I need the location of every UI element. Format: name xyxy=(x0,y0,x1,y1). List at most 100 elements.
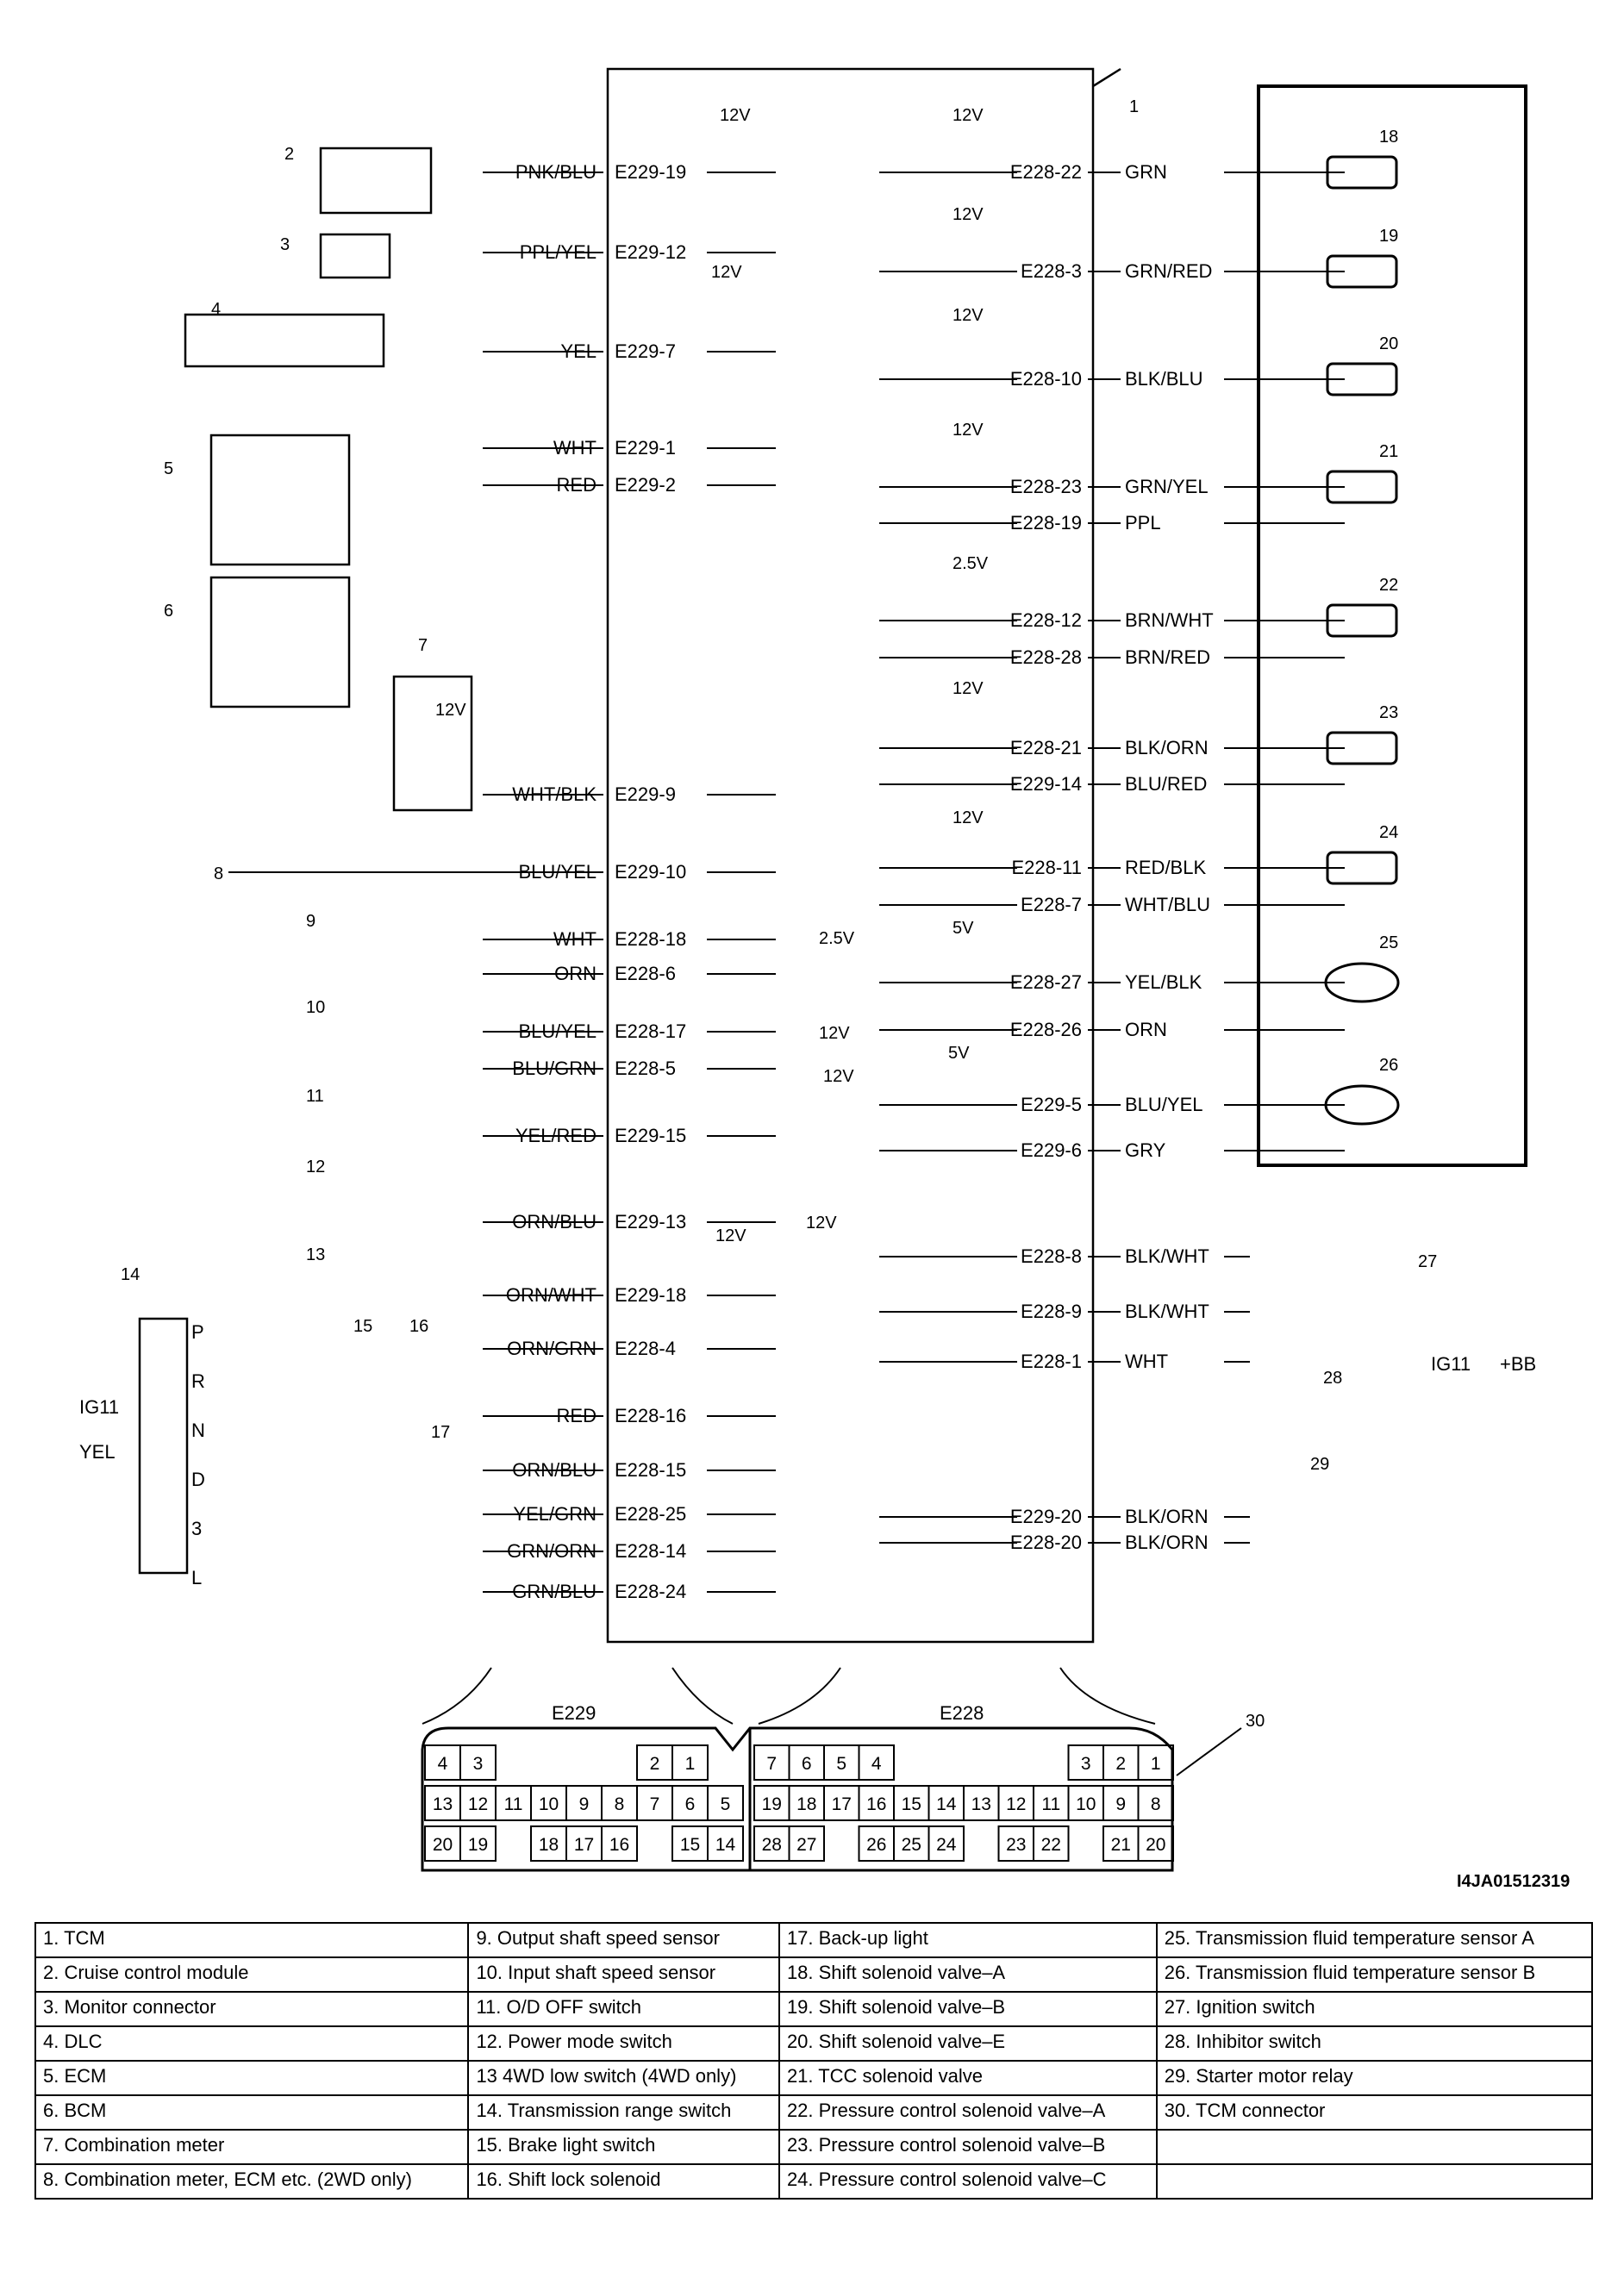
component-number: 2 xyxy=(284,145,294,164)
component-number: 8 xyxy=(214,864,223,883)
svg-text:16: 16 xyxy=(866,1794,886,1814)
wire-color: BLK/WHT xyxy=(1125,1301,1209,1322)
svg-text:26: 26 xyxy=(866,1835,886,1855)
voltage-label: 12V xyxy=(720,106,751,125)
transmission-range-switch xyxy=(138,1317,189,1575)
pin-label: E228-27 xyxy=(1010,971,1082,993)
svg-text:6: 6 xyxy=(685,1794,696,1814)
voltage-label: 12V xyxy=(711,263,742,282)
voltage-label: 12V xyxy=(953,106,984,125)
reference-code: I4JA01512319 xyxy=(1457,1872,1571,1891)
connector-pin: 24 xyxy=(928,1825,965,1862)
bb-label: +BB xyxy=(1500,1353,1536,1375)
legend-item: 15. Brake light switch xyxy=(467,2129,780,2165)
svg-text:4: 4 xyxy=(871,1754,882,1774)
range-position: P xyxy=(191,1321,204,1343)
pin-label: E229-6 xyxy=(1021,1139,1082,1161)
connector-pin: 1 xyxy=(671,1744,709,1781)
right-wire-row: E228-1 WHT xyxy=(879,1351,1250,1372)
svg-text:2: 2 xyxy=(650,1754,660,1774)
connector-pin: 17 xyxy=(823,1785,860,1821)
pin-label: E228-16 xyxy=(615,1405,686,1426)
connector-pin: 3 xyxy=(459,1744,497,1781)
connector-pin: 11 xyxy=(495,1785,532,1821)
pin-label: E228-9 xyxy=(1021,1301,1082,1322)
pin-label: E228-28 xyxy=(1010,646,1082,668)
legend-item xyxy=(1155,2129,1594,2165)
combination-meter xyxy=(392,675,473,812)
pin-label: E228-22 xyxy=(1010,161,1082,183)
connector-pin: 23 xyxy=(997,1825,1034,1862)
pin-label: E229-10 xyxy=(615,861,686,883)
solenoid-coil xyxy=(1326,254,1398,289)
ig11-right-label: IG11 xyxy=(1431,1353,1471,1375)
svg-text:7: 7 xyxy=(766,1754,777,1774)
tcm-box xyxy=(606,67,1095,1644)
pin-label: E228-3 xyxy=(1021,260,1082,282)
wire-color: WHT/BLU xyxy=(1125,894,1210,915)
connector-pin: 13 xyxy=(424,1785,461,1821)
svg-text:14: 14 xyxy=(936,1794,957,1814)
svg-text:18: 18 xyxy=(796,1794,816,1814)
pin-label: E228-14 xyxy=(615,1540,686,1562)
legend-item: 16. Shift lock solenoid xyxy=(467,2163,780,2200)
connector-pin: 26 xyxy=(858,1825,895,1862)
solenoid-coil xyxy=(1326,603,1398,638)
legend-item: 28. Inhibitor switch xyxy=(1155,2025,1594,2062)
wire-color: BLK/ORN xyxy=(1125,1532,1209,1553)
wire-color: BRN/WHT xyxy=(1125,609,1214,631)
pin-label: E228-1 xyxy=(1021,1351,1082,1372)
svg-text:19: 19 xyxy=(468,1835,488,1855)
wire-color: WHT xyxy=(1125,1351,1168,1372)
legend-item: 1. TCM xyxy=(34,1922,470,1958)
voltage-label: 12V xyxy=(953,205,984,224)
voltage-label: 12V xyxy=(953,679,984,698)
svg-text:5: 5 xyxy=(721,1794,731,1814)
svg-text:7: 7 xyxy=(650,1794,660,1814)
connector-pin: 6 xyxy=(788,1744,825,1781)
component-number: 5 xyxy=(164,459,173,478)
pin-label: E229-14 xyxy=(1010,773,1082,795)
voltage-label: 12V xyxy=(819,1024,850,1043)
wire-color: BLK/BLU xyxy=(1125,368,1203,390)
legend-item: 26. Transmission fluid temperature senso… xyxy=(1155,1956,1594,1993)
connector-pin: 4 xyxy=(858,1744,895,1781)
svg-text:16: 16 xyxy=(609,1835,629,1855)
legend-item: 25. Transmission fluid temperature senso… xyxy=(1155,1922,1594,1958)
voltage-label: 2.5V xyxy=(953,554,989,573)
pin-label: E229-7 xyxy=(615,340,676,362)
solenoid-coil xyxy=(1326,155,1398,190)
pin-label: E228-6 xyxy=(615,963,676,984)
connector-pin: 21 xyxy=(1102,1825,1140,1862)
component-number: 11 xyxy=(306,1087,324,1106)
legend-item: 6. BCM xyxy=(34,2094,470,2131)
monitor-connector xyxy=(319,233,391,279)
voltage-label: 12V xyxy=(953,306,984,325)
legend-item xyxy=(1155,2163,1594,2200)
legend-item: 9. Output shaft speed sensor xyxy=(467,1922,780,1958)
svg-text:13: 13 xyxy=(433,1794,453,1814)
svg-text:20: 20 xyxy=(433,1835,453,1855)
legend-item: 20. Shift solenoid valve–E xyxy=(778,2025,1158,2062)
component-number: 13 xyxy=(306,1245,325,1264)
component-number: 28 xyxy=(1323,1369,1342,1388)
legend-item: 29. Starter motor relay xyxy=(1155,2060,1594,2096)
svg-text:2: 2 xyxy=(1115,1754,1126,1774)
ecm xyxy=(209,434,351,566)
pin-label: E228-21 xyxy=(1010,737,1082,758)
pin-label: E228-17 xyxy=(615,1020,686,1042)
